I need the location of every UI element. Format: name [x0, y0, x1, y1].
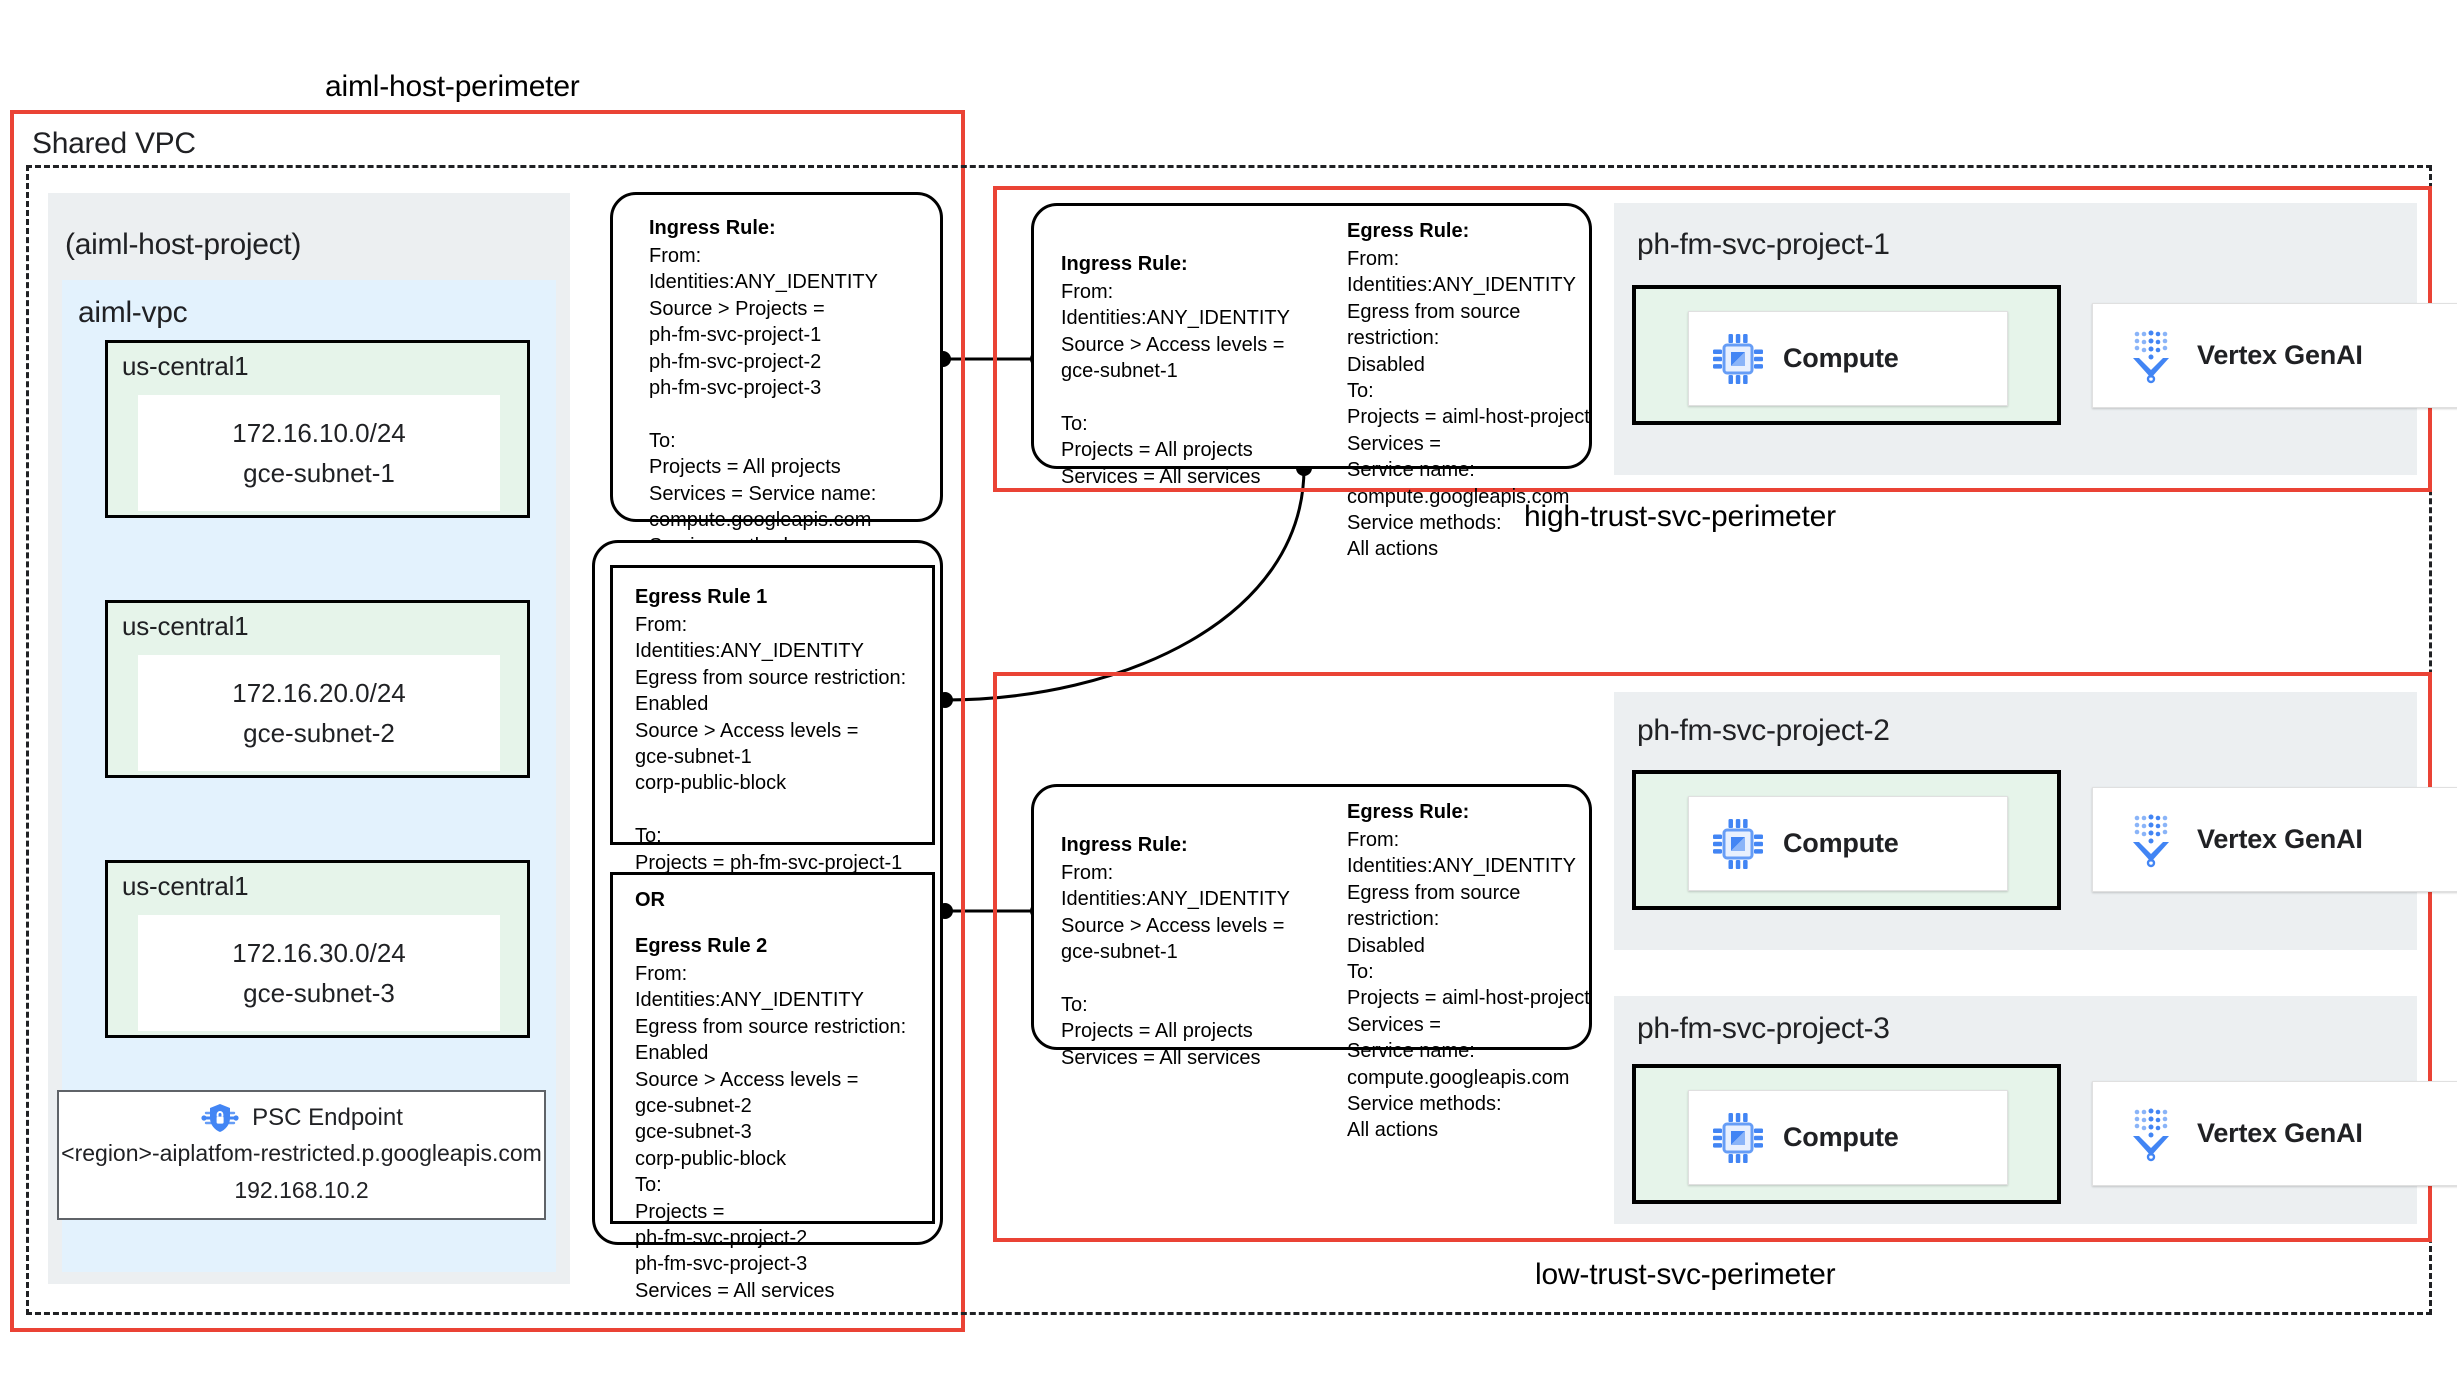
compute-card-project-1[interactable]: Compute	[1688, 311, 2008, 406]
subnet-name-3: gce-subnet-3	[243, 978, 395, 1008]
high-trust-rules-box: Ingress Rule: From: Identities:ANY_IDENT…	[1031, 203, 1592, 560]
egress-rule-1-body: From: Identities:ANY_IDENTITY Egress fro…	[635, 614, 907, 900]
high-trust-egress-heading: Egress Rule:	[1347, 220, 1470, 242]
vertex-genai-label-project-2: Vertex GenAI	[2197, 824, 2363, 854]
region-label-1: us-central1	[122, 351, 249, 381]
low-trust-svc-perimeter-box	[993, 672, 2432, 1242]
subnet-name-2: gce-subnet-2	[243, 718, 395, 748]
psc-endpoint-header: PSC Endpoint	[200, 1101, 403, 1135]
subnet-name-1: gce-subnet-1	[243, 458, 395, 488]
compute-card-project-3[interactable]: Compute	[1688, 1090, 2008, 1185]
subnet-card-1: 172.16.10.0/24 gce-subnet-1	[138, 395, 500, 511]
compute-wrapper-project-2: Compute	[1632, 770, 2061, 910]
compute-label-project-2: Compute	[1783, 828, 1899, 858]
subnet-card-3: 172.16.30.0/24 gce-subnet-3	[138, 915, 500, 1031]
region-box-us-central1-subnet-3: us-central1 172.16.30.0/24 gce-subnet-3	[105, 860, 530, 1038]
vertex-genai-icon	[2123, 328, 2179, 384]
shared-vpc-title: Shared VPC	[32, 127, 196, 160]
subnet-cidr-1: 172.16.10.0/24	[232, 417, 406, 448]
ph-fm-svc-project-2-panel: ph-fm-svc-project-2	[1614, 692, 2457, 950]
region-label-2: us-central1	[122, 611, 249, 641]
ph-fm-svc-project-1-title: ph-fm-svc-project-1	[1637, 228, 1890, 261]
low-trust-svc-perimeter-label: low-trust-svc-perimeter	[1535, 1258, 1836, 1291]
host-ingress-rule-box: Ingress Rule: From: Identities:ANY_IDENT…	[610, 192, 943, 584]
egress-rule-2-body: From: Identities:ANY_IDENTITY Egress fro…	[635, 963, 907, 1302]
vertex-genai-icon	[2123, 812, 2179, 868]
psc-endpoint-card: PSC Endpoint <region>-aiplatfom-restrict…	[57, 1090, 546, 1220]
psc-endpoint-dns: <region>-aiplatfom-restricted.p.googleap…	[61, 1140, 542, 1167]
vertex-genai-card-project-2[interactable]: Vertex GenAI	[2092, 787, 2457, 892]
region-box-us-central1-subnet-2: us-central1 172.16.20.0/24 gce-subnet-2	[105, 600, 530, 778]
aiml-host-perimeter-label: aiml-host-perimeter	[325, 70, 580, 103]
subnet-cidr-2: 172.16.20.0/24	[232, 677, 406, 708]
low-trust-rules-box: Ingress Rule: From: Identities:ANY_IDENT…	[1031, 784, 1592, 1141]
compute-wrapper-project-3: Compute	[1632, 1064, 2061, 1204]
compute-chip-icon	[1711, 332, 1765, 386]
compute-chip-icon	[1711, 1111, 1765, 1165]
vertex-genai-label-project-3: Vertex GenAI	[2197, 1118, 2363, 1148]
region-label-3: us-central1	[122, 871, 249, 901]
compute-chip-icon	[1711, 817, 1765, 871]
psc-endpoint-label: PSC Endpoint	[252, 1104, 403, 1132]
high-trust-ingress-body: From: Identities:ANY_IDENTITY Source > A…	[1061, 281, 1290, 488]
compute-wrapper-project-1: Compute	[1632, 285, 2061, 425]
ph-fm-svc-project-3-title: ph-fm-svc-project-3	[1637, 1012, 1890, 1045]
low-trust-ingress-body: From: Identities:ANY_IDENTITY Source > A…	[1061, 862, 1290, 1069]
ph-fm-svc-project-2-title: ph-fm-svc-project-2	[1637, 714, 1890, 747]
egress-rule-2-box: OR Egress Rule 2 From: Identities:ANY_ID…	[610, 872, 935, 1302]
egress-rule-1-heading: Egress Rule 1	[635, 586, 768, 608]
high-trust-svc-perimeter-label: high-trust-svc-perimeter	[1524, 500, 1836, 533]
or-label: OR	[635, 889, 665, 911]
low-trust-egress-body: From: Identities:ANY_IDENTITY Egress fro…	[1347, 829, 1590, 1142]
high-trust-egress-body: From: Identities:ANY_IDENTITY Egress fro…	[1347, 248, 1590, 561]
psc-shield-lock-icon	[200, 1101, 240, 1135]
high-trust-ingress-heading: Ingress Rule:	[1061, 253, 1188, 275]
aiml-host-perimeter-box	[10, 110, 965, 1332]
compute-label-project-1: Compute	[1783, 343, 1899, 373]
region-box-us-central1-subnet-1: us-central1 172.16.10.0/24 gce-subnet-1	[105, 340, 530, 518]
egress-rule-2-heading: Egress Rule 2	[635, 935, 768, 957]
subnet-cidr-3: 172.16.30.0/24	[232, 937, 406, 968]
low-trust-ingress-heading: Ingress Rule:	[1061, 834, 1188, 856]
vertex-genai-card-project-3[interactable]: Vertex GenAI	[2092, 1081, 2457, 1186]
subnet-card-2: 172.16.20.0/24 gce-subnet-2	[138, 655, 500, 771]
psc-endpoint-ip: 192.168.10.2	[234, 1177, 369, 1203]
vertex-genai-icon	[2123, 1106, 2179, 1162]
host-ingress-rule-heading: Ingress Rule:	[649, 217, 776, 239]
compute-label-project-3: Compute	[1783, 1122, 1899, 1152]
compute-card-project-2[interactable]: Compute	[1688, 796, 2008, 891]
egress-rule-1-box: Egress Rule 1 From: Identities:ANY_IDENT…	[610, 565, 935, 900]
vertex-genai-card-project-1[interactable]: Vertex GenAI	[2092, 303, 2457, 408]
host-ingress-rule-body: From: Identities:ANY_IDENTITY Source > P…	[649, 245, 878, 584]
low-trust-egress-heading: Egress Rule:	[1347, 801, 1470, 823]
ph-fm-svc-project-1-panel: ph-fm-svc-project-1	[1614, 203, 2457, 475]
aiml-vpc-title: aiml-vpc	[78, 296, 188, 329]
ph-fm-svc-project-3-panel: ph-fm-svc-project-3	[1614, 996, 2457, 1224]
vertex-genai-label-project-1: Vertex GenAI	[2197, 340, 2363, 370]
aiml-host-project-title: (aiml-host-project)	[65, 228, 302, 261]
